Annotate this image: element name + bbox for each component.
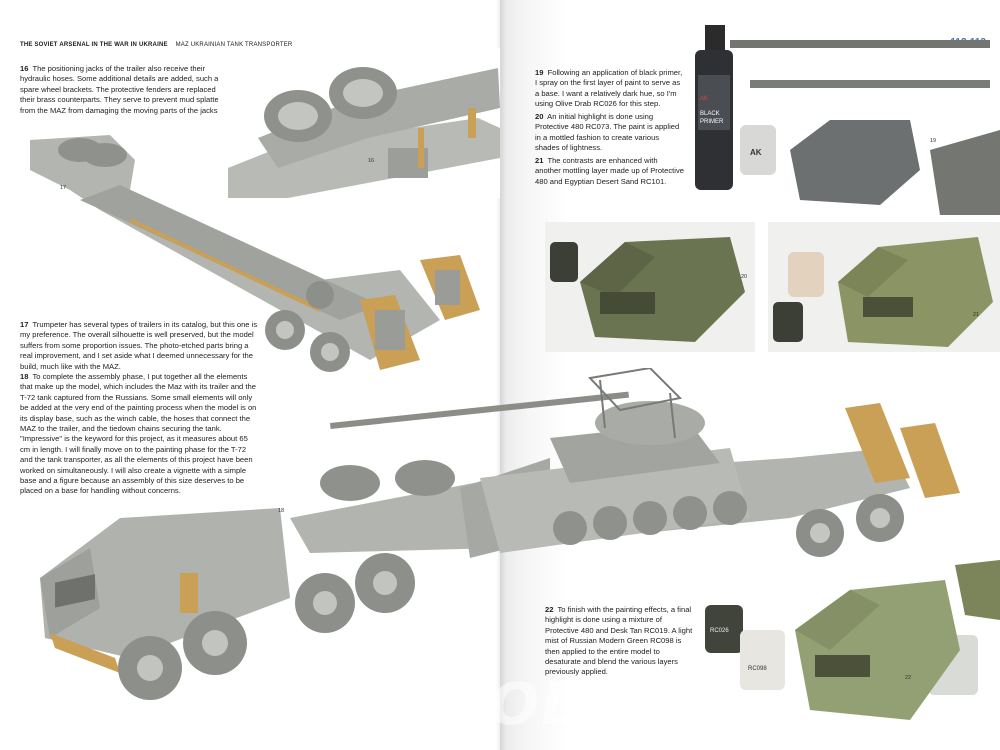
photo-18-full-model: 18 (30, 368, 980, 740)
page-gutter (496, 0, 506, 750)
photo-20-olive-base: 20 (545, 222, 755, 352)
jar-code-a: RC026 (710, 628, 729, 634)
photo-19-label: 19 (930, 138, 937, 144)
step-22-body: To finish with the painting effects, a f… (545, 605, 693, 677)
photo-21-label: 21 (973, 312, 980, 318)
step-18-text: 18 To complete the assembly phase, I put… (20, 372, 260, 497)
step-20-body: An initial highlight is done using Prote… (535, 112, 680, 153)
step-19-number: 19 (535, 68, 544, 77)
jar-brand-mark: AK (750, 148, 762, 157)
step-17-number: 17 (20, 320, 29, 329)
step-21-body: The contrasts are enhanced with another … (535, 156, 685, 186)
photo-22-final-highlight: RC026 RC098 22 (700, 560, 1000, 735)
running-head: THE SOVIET ARSENAL IN THE WAR IN UKRAINE… (20, 42, 292, 48)
step-19-text: 19 Following an application of black pri… (535, 68, 685, 110)
photo-16-trailer-neck: 16 (218, 48, 500, 198)
primer-label-line1: BLACK (700, 111, 720, 117)
step-17-text: 17 Trumpeter has several types of traile… (20, 320, 260, 372)
photo-17-label: 17 (60, 185, 67, 191)
photo-18-label: 18 (278, 508, 285, 514)
step-21-number: 21 (535, 156, 544, 165)
step-19-body: Following an application of black primer… (535, 68, 683, 109)
photo-21-mottling: 21 (768, 222, 1000, 352)
photo-20-label: 20 (741, 274, 748, 280)
photo-16-label: 16 (368, 158, 375, 164)
step-20-text: 20 An initial highlight is done using Pr… (535, 112, 685, 154)
step-16-body: The positioning jacks of the trailer als… (20, 64, 235, 115)
step-22-number: 22 (545, 605, 554, 614)
watermark: MODEL (430, 670, 672, 738)
photo-17-trailer: 17 (20, 130, 490, 380)
step-21-text: 21 The contrasts are enhanced with anoth… (535, 156, 685, 187)
step-16-text: 16 The positioning jacks of the trailer … (20, 64, 235, 116)
primer-label-line2: PRIMER (700, 119, 724, 125)
step-22-text: 22 To finish with the painting effects, … (545, 605, 695, 678)
step-20-number: 20 (535, 112, 544, 121)
running-head-subtitle: MAZ UKRAINIAN TANK TRANSPORTER (175, 42, 293, 48)
photo-22-label: 22 (905, 675, 912, 681)
primer-brand-mark: AK (700, 96, 708, 102)
running-head-title: THE SOVIET ARSENAL IN THE WAR IN UKRAINE (20, 42, 168, 48)
step-17-body: Trumpeter has several types of trailers … (20, 320, 258, 371)
jar-code-b: RC098 (748, 666, 767, 672)
step-16-number: 16 (20, 64, 29, 73)
step-18-number: 18 (20, 372, 29, 381)
step-18-body: To complete the assembly phase, I put to… (20, 372, 257, 496)
photo-19-primer: AK BLACK PRIMER AK 19 (690, 20, 1000, 215)
